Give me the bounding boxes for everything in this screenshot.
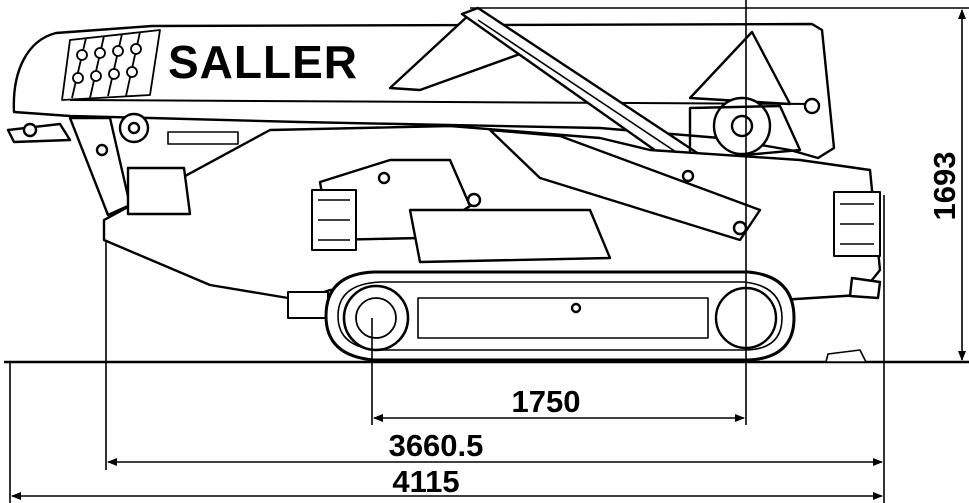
crawler-crane: [6, 6, 882, 363]
control-box: [126, 166, 192, 216]
dim-track-centers: 1750: [512, 384, 581, 419]
dimension-lines: [9, 0, 969, 503]
dim-length-overall: 4115: [392, 464, 459, 499]
dim-height: 1693: [927, 152, 962, 221]
brand-logo: SALLER: [168, 36, 358, 88]
mid-deck: [408, 208, 612, 264]
boom-tip-sheaves: [61, 29, 161, 101]
hook-block: [6, 112, 150, 144]
outrigger-right: [848, 276, 882, 300]
front-bumper: [287, 291, 329, 319]
inner-arm: [488, 128, 762, 242]
dim-length-retracted: 3660.5: [389, 428, 484, 463]
boom-lower-edge: [69, 99, 821, 105]
